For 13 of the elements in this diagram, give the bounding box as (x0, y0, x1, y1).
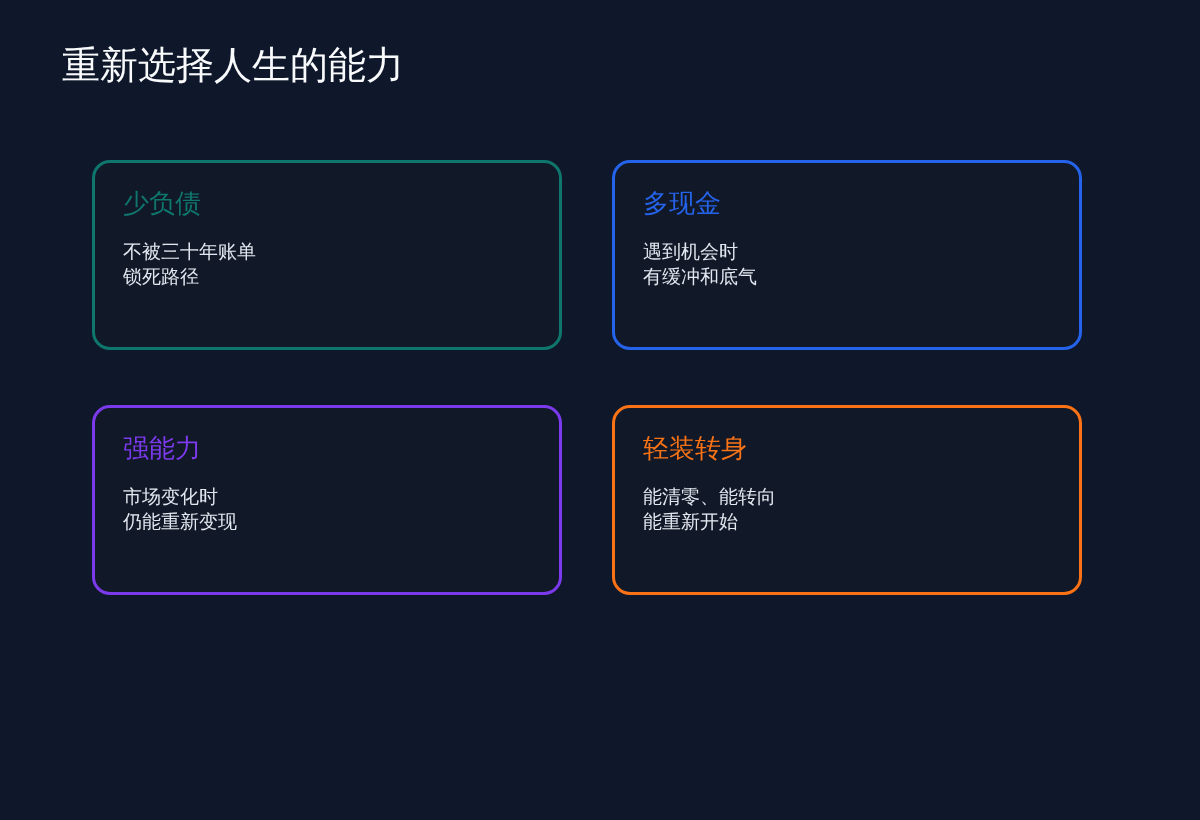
card-description: 市场变化时仍能重新变现 (123, 484, 237, 534)
card-description: 能清零、能转向能重新开始 (643, 484, 776, 534)
card-description: 不被三十年账单锁死路径 (123, 239, 256, 289)
card-heading: 强能力 (123, 432, 201, 465)
info-card (612, 160, 1082, 350)
info-card (92, 405, 562, 595)
page-title: 重新选择人生的能力 (62, 42, 404, 89)
card-heading: 多现金 (643, 187, 721, 220)
info-card (92, 160, 562, 350)
info-card (612, 405, 1082, 595)
card-description: 遇到机会时有缓冲和底气 (643, 239, 757, 289)
card-heading: 轻装转身 (643, 432, 747, 465)
card-heading: 少负债 (123, 187, 201, 220)
